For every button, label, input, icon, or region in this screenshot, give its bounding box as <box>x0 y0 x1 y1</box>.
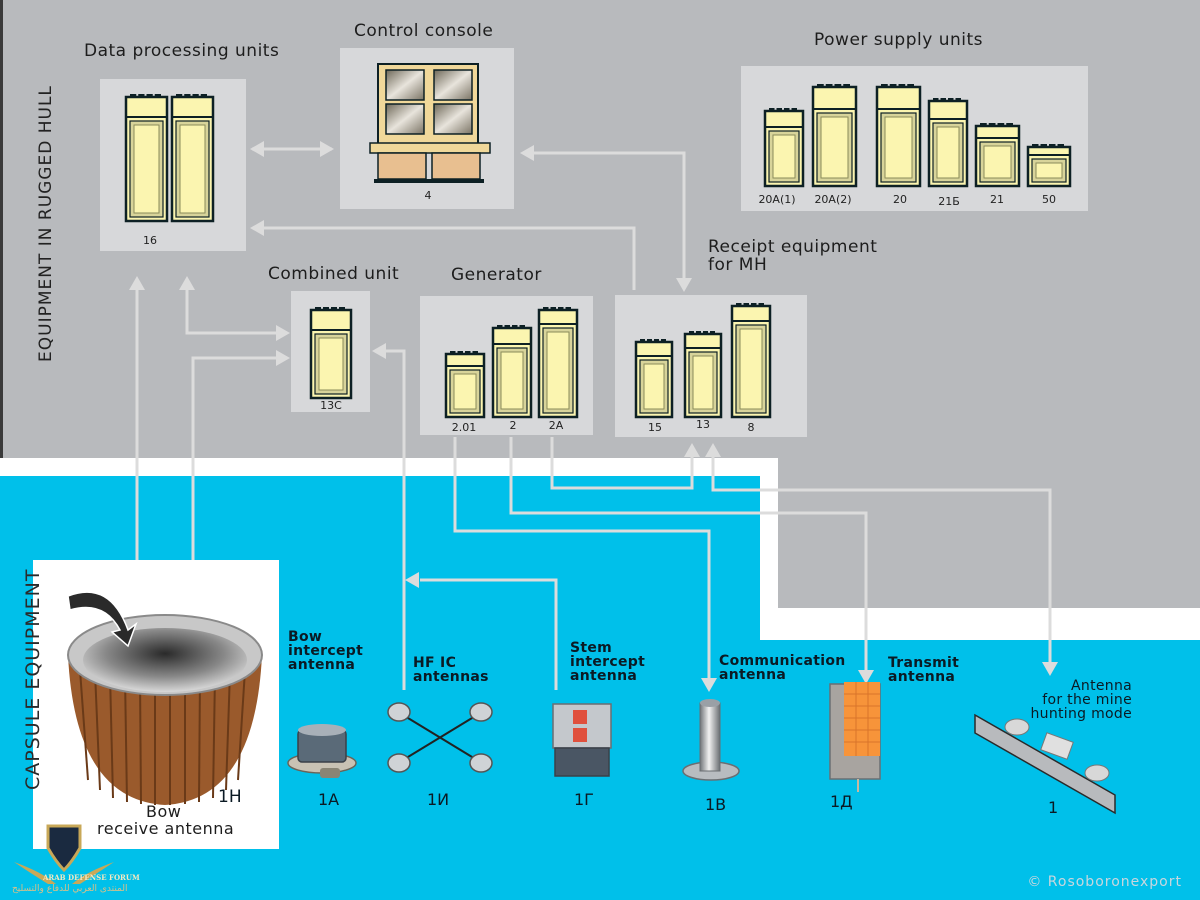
antenna-code: 1Д <box>830 792 853 811</box>
antenna-code: 1B <box>705 795 727 814</box>
label-line: antenna <box>719 667 787 683</box>
control-console-box <box>340 48 514 209</box>
label-line: Transmit <box>888 655 960 671</box>
unit-caption: 13 <box>696 418 710 431</box>
label-line: for the mine <box>1042 692 1132 708</box>
antenna-label-1i: HF IC antennas <box>413 656 489 684</box>
capsule-code: 1H <box>218 787 242 807</box>
antenna-code: 1 <box>1048 798 1059 817</box>
unit-caption: 20A(1) <box>758 193 796 206</box>
watermark-name: ARAB DEFENSE FORUM <box>43 873 140 882</box>
unit-caption: 4 <box>424 189 432 202</box>
control-console-label: Control console <box>354 21 494 41</box>
antenna-code: 1A <box>318 790 340 809</box>
antenna-label-1b: Communication antenna <box>719 654 846 682</box>
receipt-label-line2: for MH <box>708 255 768 275</box>
unit-caption: 21 <box>990 193 1004 206</box>
data-processing-label: Data processing units <box>84 41 280 61</box>
label-line: antenna <box>570 668 638 684</box>
combined-unit-box <box>291 291 370 412</box>
antenna-code: 1Г <box>574 790 594 809</box>
antenna-code: 1И <box>427 790 450 809</box>
capsule-equipment-label: CAPSULE EQUIPMENT <box>22 568 44 790</box>
label-line: Bow <box>288 629 323 645</box>
watermark-arabic: المنتدى العربي للدفاع والتسليح <box>12 884 128 894</box>
receipt-label-line1: Receipt equipment <box>708 237 878 257</box>
label-line: hunting mode <box>1030 706 1132 722</box>
unit-caption: 50 <box>1042 193 1056 206</box>
antenna-label-1g: Stem intercept antenna <box>570 641 645 683</box>
label-line: HF IC <box>413 655 457 671</box>
unit-caption: 15 <box>648 421 662 434</box>
generator-label: Generator <box>451 265 542 285</box>
combined-unit-label: Combined unit <box>268 264 400 284</box>
unit-caption: 2A <box>548 419 564 432</box>
sea-region <box>0 476 1200 900</box>
label-line: Communication <box>719 653 846 669</box>
antenna-label-1a: Bow intercept antenna <box>288 630 363 672</box>
unit-caption: 20 <box>893 193 907 206</box>
hull-boundary <box>0 458 1200 640</box>
receipt-equipment-label: Receipt equipment for MH <box>708 238 877 274</box>
unit-caption: 8 <box>747 421 755 434</box>
antenna-label-1d: Transmit antenna <box>888 656 959 684</box>
label-line: antennas <box>413 669 489 685</box>
rugged-hull-title: EQUIPMENT IN RUGGED HULL <box>36 85 56 362</box>
label-line: Antenna <box>1071 678 1132 694</box>
capsule-name-line1: Bow <box>146 802 182 821</box>
label-line: Stem <box>570 640 613 656</box>
data-processing-box <box>100 79 246 251</box>
unit-caption: 2 <box>509 419 517 432</box>
power-supply-label: Power supply units <box>814 30 983 50</box>
power-supply-box <box>741 66 1088 211</box>
generator-box <box>420 296 593 435</box>
label-line: intercept <box>570 654 646 670</box>
label-line: intercept <box>288 643 364 659</box>
unit-caption: 2.01 <box>451 421 477 434</box>
unit-caption: 21Б <box>938 195 960 208</box>
capsule-name-line2: receive antenna <box>97 819 235 838</box>
unit-caption: 13C <box>320 399 342 412</box>
label-line: antenna <box>288 657 356 673</box>
unit-caption: 16 <box>143 234 157 247</box>
receipt-equipment-box <box>615 295 807 437</box>
copyright-notice: © Rosoboronexport <box>1027 874 1182 890</box>
label-line: antenna <box>888 669 956 685</box>
antenna-label-1: Antenna for the mine hunting mode <box>1030 679 1132 721</box>
unit-caption: 20A(2) <box>814 193 852 206</box>
